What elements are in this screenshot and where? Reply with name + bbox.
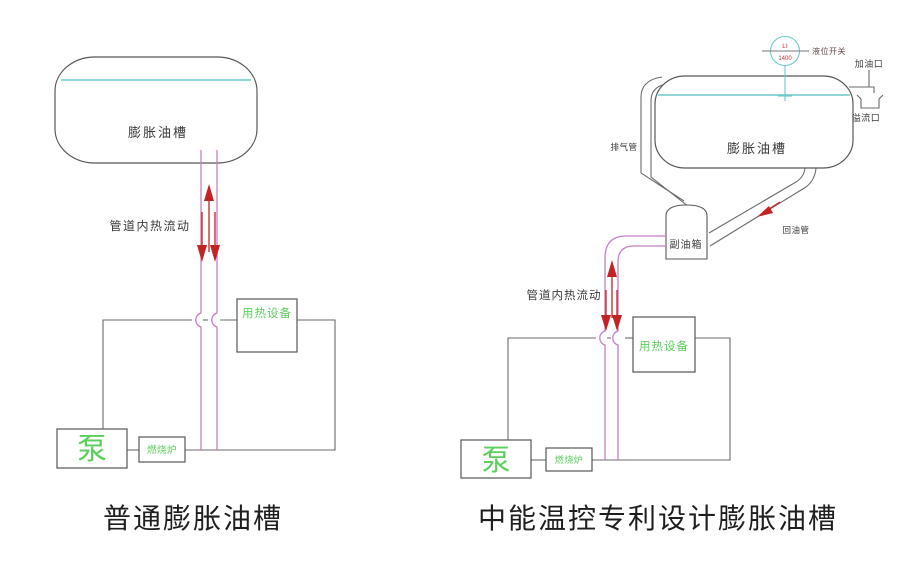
- right-loop-line-return: [592, 337, 731, 461]
- left-loop-line-topleft: [102, 319, 192, 429]
- vent-pipe-line1: [640, 76, 685, 202]
- left-heat-flow-arrows: [197, 184, 220, 262]
- return-pipe-line2: [709, 167, 817, 247]
- overflow-funnel: [856, 94, 884, 109]
- right-tank-label: 膨胀油槽: [727, 141, 787, 156]
- right-loop-line-topleft: [507, 337, 596, 440]
- up-arrow-head: [204, 184, 214, 201]
- right-flow-label: 管道内热流动: [527, 288, 602, 302]
- left-tank-label: 膨胀油槽: [128, 125, 188, 140]
- left-caption: 普通膨胀油槽: [103, 503, 283, 535]
- left-expansion-pipe-line2: [211, 150, 218, 450]
- aux-oil-tank-label: 副油箱: [670, 238, 703, 251]
- left-circulation-loop: [102, 319, 336, 451]
- gauge-tag-top: LI: [782, 43, 788, 50]
- fill-overflow-ports: 加油口 溢流口: [849, 58, 884, 123]
- left-heat-device-label: 用热设备: [242, 306, 292, 320]
- gauge-tag-bottom: 1400: [778, 56, 792, 62]
- overflow-pipe: [849, 86, 875, 93]
- left-flow-label: 管道内热流动: [109, 218, 190, 233]
- vent-pipe-label: 排气管: [610, 142, 637, 152]
- right-expansion-tank: [654, 75, 854, 169]
- right-heat-device-box: [632, 316, 696, 373]
- down-arrow-head: [612, 315, 622, 331]
- right-expansion-pipe-line1: [599, 235, 666, 460]
- fill-port-label: 加油口: [855, 58, 884, 69]
- right-caption: 中能温控专利设计膨胀油槽: [478, 503, 838, 535]
- left-pump-label: 泵: [77, 433, 107, 466]
- right-expansion-pipe-line2: [612, 245, 666, 460]
- level-gauge: LI 1400 液位开关: [762, 35, 846, 101]
- overflow-port-label: 溢流口: [852, 112, 881, 123]
- left-loop-line-return: [185, 319, 336, 451]
- right-circulation-loop: [507, 337, 731, 461]
- left-furnace-box: [138, 436, 186, 463]
- down-arrow-head: [197, 245, 207, 262]
- return-flow-arrow-head: [757, 206, 773, 217]
- down-arrow-head: [210, 245, 220, 262]
- right-heat-flow-arrows: [601, 260, 622, 331]
- return-pipe-line1: [708, 167, 806, 234]
- left-furnace-label: 燃烧炉: [147, 444, 177, 456]
- down-arrow-head: [601, 315, 611, 331]
- up-arrow-head: [607, 260, 617, 277]
- return-pipe: [708, 167, 817, 247]
- right-furnace-label: 燃烧炉: [555, 454, 584, 465]
- gauge-label: 液位开关: [812, 46, 846, 56]
- left-diagram: 膨胀油槽 管道内热流动 用热设备 泵 燃烧炉 普通膨胀油槽: [54, 56, 336, 535]
- right-furnace-box: [545, 447, 593, 472]
- right-pump-box: [460, 439, 532, 479]
- aux-oil-tank: [665, 204, 708, 260]
- left-pump-box: [56, 428, 128, 469]
- return-pipe-label: 回油管: [782, 225, 809, 235]
- right-heat-device-label: 用热设备: [639, 339, 689, 353]
- right-diagram: 排气管 回油管 膨胀油槽 LI 1400 液位开关 加油口: [460, 35, 884, 535]
- left-expansion-pipe-line1: [195, 150, 202, 450]
- left-heat-device-box: [236, 298, 298, 353]
- left-expansion-tank: [54, 56, 258, 164]
- right-pump-label: 泵: [481, 445, 510, 477]
